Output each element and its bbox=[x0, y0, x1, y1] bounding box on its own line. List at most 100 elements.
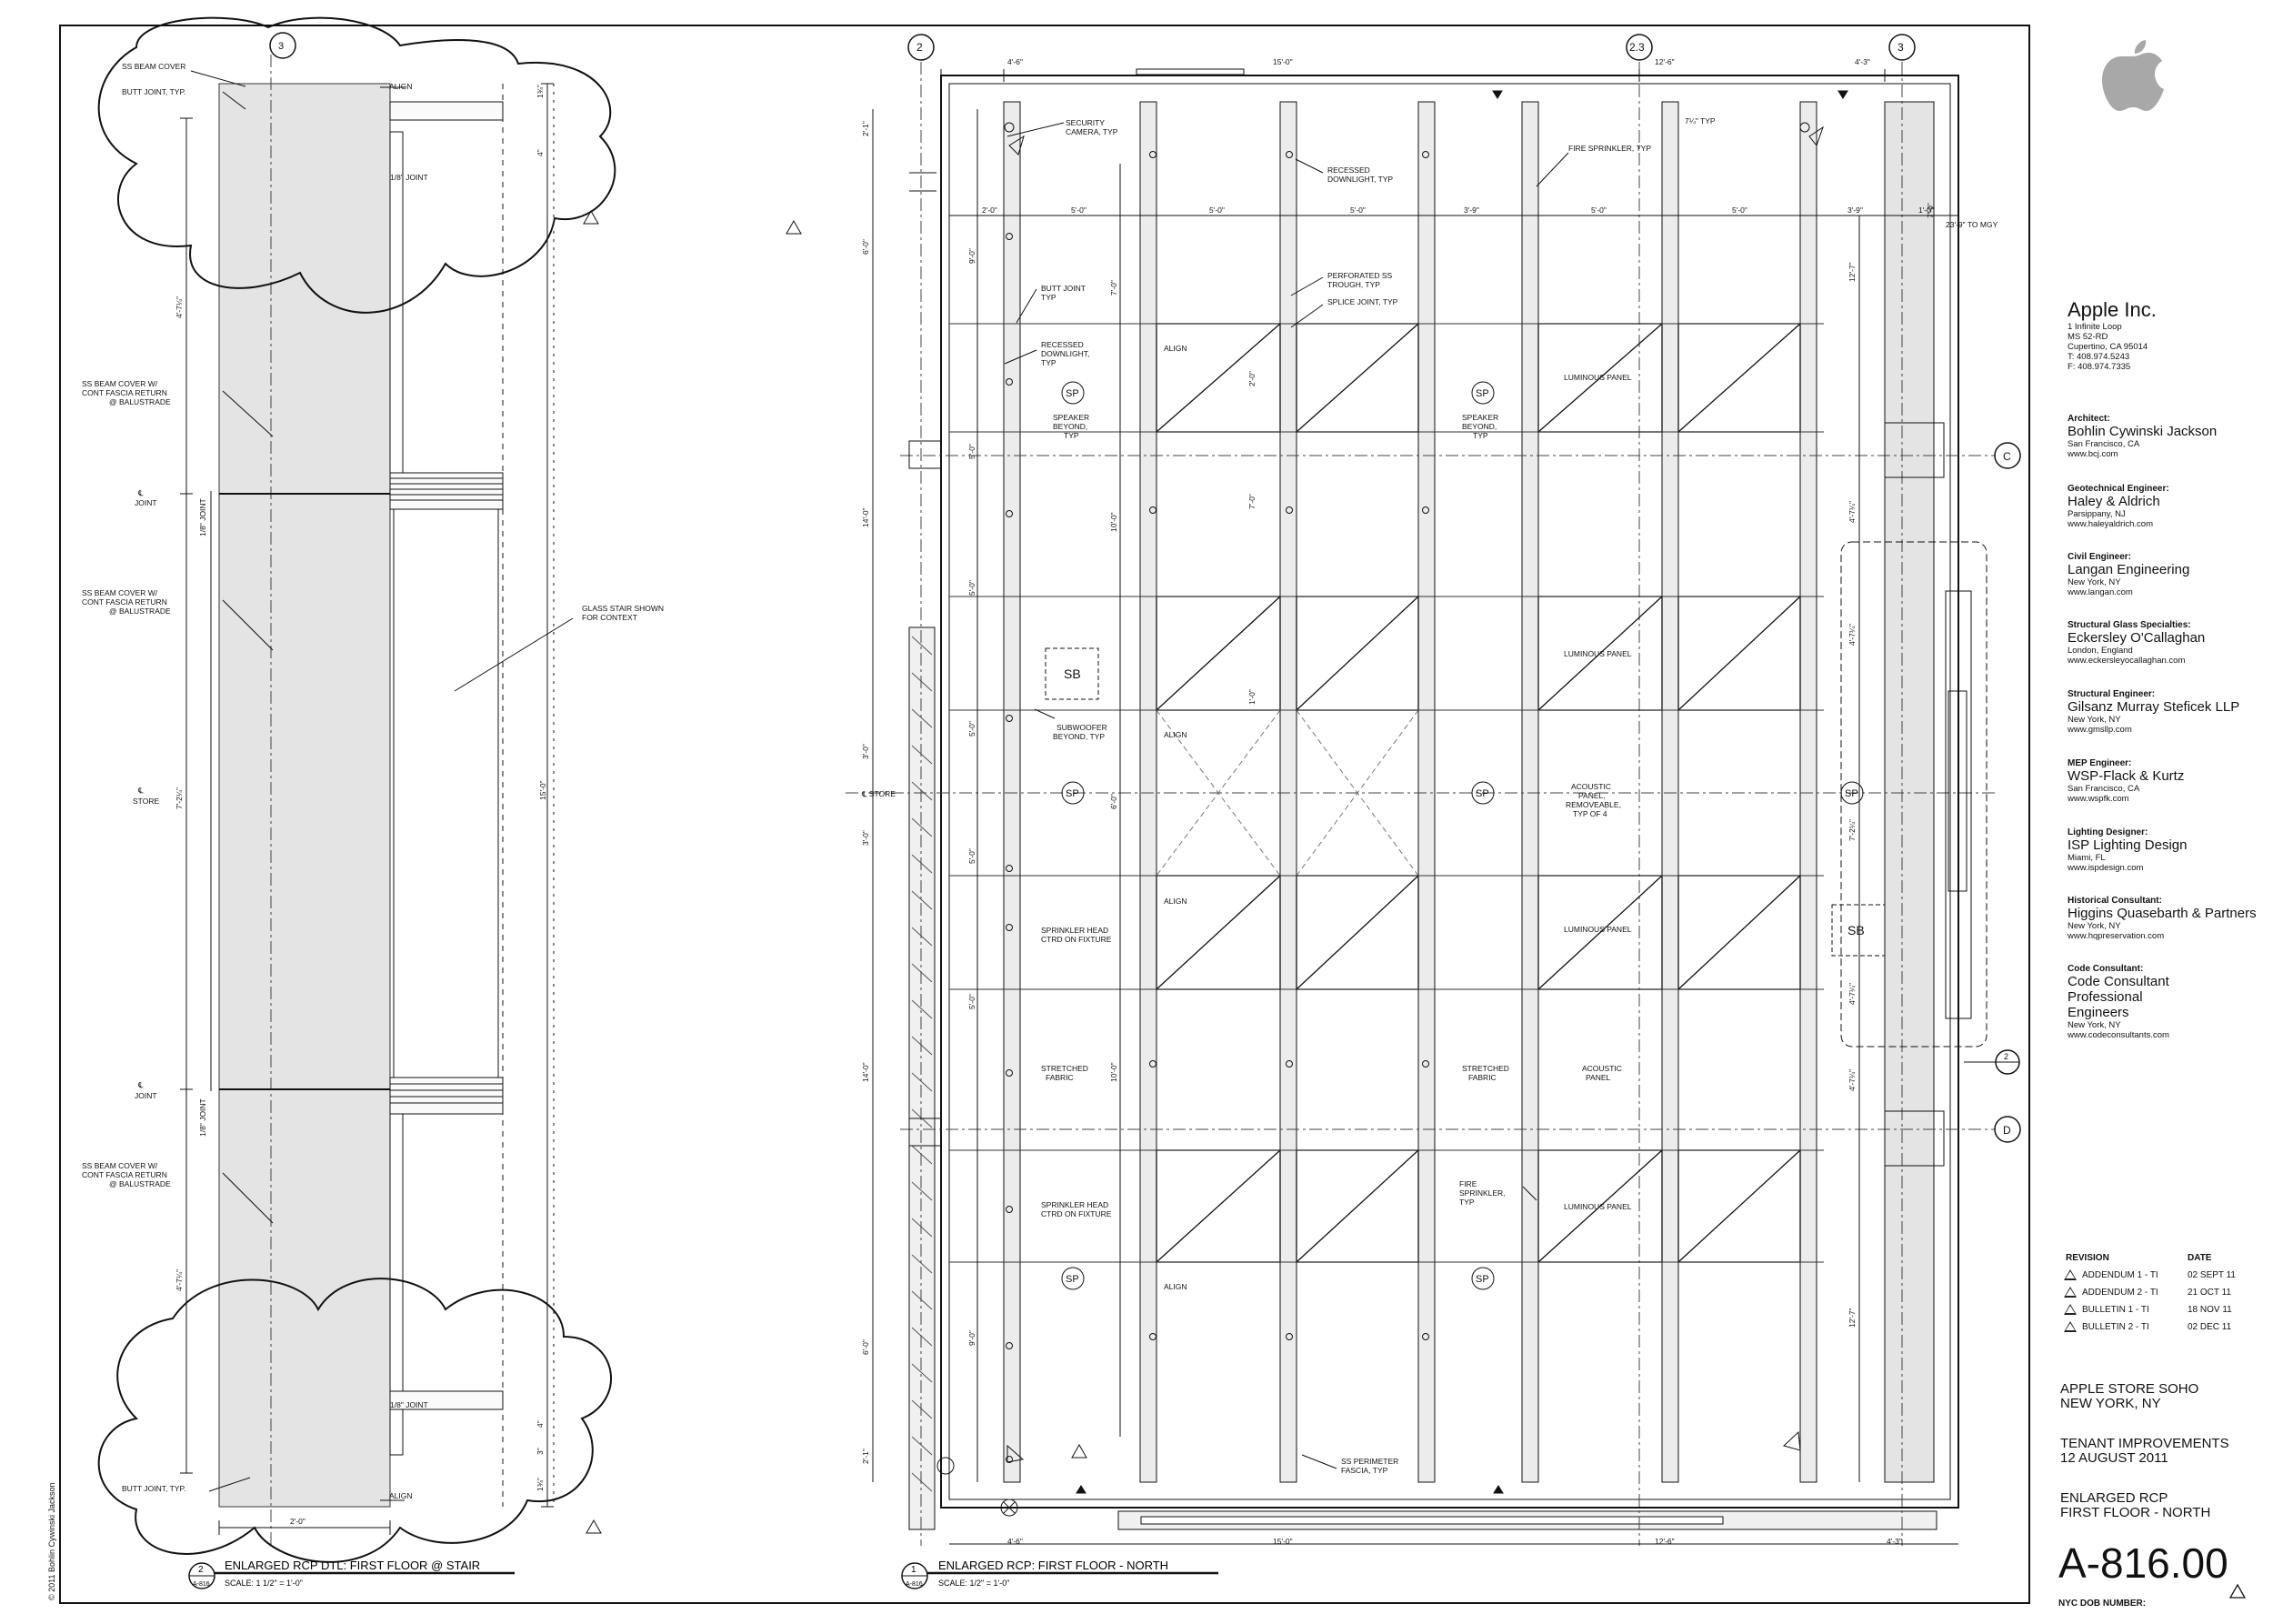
dim-15-0-detail2: 15'-0" bbox=[538, 780, 547, 800]
label-butt-1: BUTT JOINT bbox=[1041, 284, 1086, 293]
dim-1-34-bottom: 1¾" bbox=[536, 1478, 545, 1491]
row-dim-3: 5'-0" bbox=[1209, 206, 1225, 215]
consultant-role: Structural Glass Specialties: bbox=[2068, 620, 2191, 630]
revision-label: ADDENDUM 2 - TI bbox=[2082, 1288, 2158, 1298]
label-acoustic-r4: TYP OF 4 bbox=[1573, 809, 1607, 818]
label-align-2: ALIGN bbox=[1164, 730, 1187, 739]
col-dim-3: 5'-0" bbox=[967, 580, 976, 596]
detail-2-text: SS BEAM COVER BUTT JOINT, TYP. ALIGN 1/8… bbox=[82, 41, 664, 1526]
consultant-name: Langan Engineering bbox=[2068, 562, 2190, 577]
label-stretched-l2: FABRIC bbox=[1046, 1073, 1074, 1082]
label-acoustic-r3: REMOVEABLE, bbox=[1566, 800, 1621, 809]
label-store: STORE bbox=[133, 797, 159, 806]
label-perforated-1: PERFORATED SS bbox=[1327, 271, 1392, 280]
revision-label: BULLETIN 1 - TI bbox=[2082, 1305, 2149, 1315]
detail-1-text: 2 2.3 3 C D 2 4'-6" 15'-0" 12'-6" 4'-3" … bbox=[861, 41, 2011, 1546]
label-fascia-c1: SS BEAM COVER W/ bbox=[82, 1161, 158, 1170]
col-dim-11: 10'-0" bbox=[1109, 1062, 1118, 1082]
consultant-line: www.wspfk.com bbox=[2068, 794, 2129, 804]
bottom-dim-1: 4'-6" bbox=[1007, 1537, 1023, 1546]
label-subwoofer-2: BEYOND, TYP bbox=[1053, 732, 1105, 741]
label-acoustic-r1: ACOUSTIC bbox=[1571, 782, 1611, 791]
label-luminous-3: LUMINOUS PANEL bbox=[1564, 925, 1632, 934]
date-header-label: DATE bbox=[2188, 1253, 2212, 1263]
revision-row: ADDENDUM 1 - TI 02 SEPT 11 bbox=[2058, 1269, 2268, 1285]
label-store: ℄ STORE bbox=[861, 789, 896, 798]
sp-6: SP bbox=[1066, 1274, 1079, 1285]
left-dim-7: 6'-0" bbox=[861, 1339, 870, 1355]
detail-2-ref: A-816 bbox=[193, 1581, 210, 1588]
label-fascia-b3: @ BALUSTRADE bbox=[109, 606, 171, 616]
label-cl-joint-1: ℄ bbox=[137, 488, 144, 497]
label-sprinkler-head-2b: CTRD ON FIXTURE bbox=[1041, 1209, 1112, 1218]
left-dim-3: 14'-0" bbox=[861, 507, 870, 527]
consultant-name: Higgins Quasebarth & Partners bbox=[2068, 906, 2257, 921]
dim-3-bottom: 3" bbox=[536, 1448, 545, 1455]
detail-1-plan bbox=[846, 34, 2021, 1546]
consultant-line: www.langan.com bbox=[2068, 587, 2133, 597]
consultant-name: Eckersley O'Callaghan bbox=[2068, 630, 2206, 646]
label-fascia-a1: SS BEAM COVER W/ bbox=[82, 379, 158, 388]
label-luminous-1: LUMINOUS PANEL bbox=[1564, 373, 1632, 382]
dim-4-7-bottom: 4'-7¼" bbox=[175, 1269, 184, 1291]
revision-date: 02 SEPT 11 bbox=[2188, 1270, 2236, 1280]
consultant-line: San Francisco, CA bbox=[2068, 439, 2140, 449]
dim-4-bottom: 4" bbox=[536, 1420, 545, 1428]
label-rd-left-2: DOWNLIGHT, bbox=[1041, 349, 1089, 358]
revision-markers bbox=[583, 209, 1087, 1534]
revision-triangle-icon bbox=[2064, 1304, 2077, 1315]
label-glass-stair-1: GLASS STAIR SHOWN bbox=[582, 604, 664, 613]
top-dim-1: 4'-6" bbox=[1007, 57, 1023, 66]
top-dim-3: 12'-6" bbox=[1655, 57, 1675, 66]
client-line-3: Cupertino, CA 95014 bbox=[2068, 342, 2148, 352]
col-dim-6: 5'-0" bbox=[967, 994, 976, 1009]
label-luminous-4: LUMINOUS PANEL bbox=[1564, 1202, 1632, 1211]
consultant-role: MEP Engineer: bbox=[2068, 758, 2132, 768]
label-joint-2: JOINT bbox=[135, 1091, 157, 1100]
detail-1-title: 1 A-816 ENLARGED RCP: FIRST FLOOR - NORT… bbox=[901, 1559, 1218, 1589]
label-glass-stair-2: FOR CONTEXT bbox=[582, 613, 637, 622]
consultant-role: Code Consultant: bbox=[2068, 964, 2144, 974]
label-butt-joint-bottom: BUTT JOINT, TYP. bbox=[122, 1484, 185, 1493]
label-butt-2: TYP bbox=[1041, 293, 1056, 302]
grid-3: 3 bbox=[1898, 41, 1904, 54]
sheet-title: ENLARGED RCP FIRST FLOOR - NORTH bbox=[2060, 1491, 2265, 1520]
consultant-role: Structural Engineer: bbox=[2068, 689, 2156, 699]
label-stretched-m1: STRETCHED bbox=[1462, 1064, 1509, 1073]
consultant-lighting: Lighting Designer: ISP Lighting Design M… bbox=[2068, 827, 2269, 873]
detail-2-number: 2 bbox=[198, 1565, 204, 1575]
right-dim-3: 4'-7¼" bbox=[1847, 501, 1857, 523]
detail-1-scale: SCALE: 1/2" = 1'-0" bbox=[938, 1579, 1009, 1588]
right-dim-1: 7'-0" bbox=[1926, 203, 1935, 218]
left-dim-8: 2'-1" bbox=[861, 1449, 870, 1464]
label-cl-store: ℄ bbox=[137, 786, 144, 795]
label-align-top: ALIGN bbox=[389, 82, 413, 91]
right-dim-6: 4'-7¼" bbox=[1847, 983, 1857, 1005]
consultant-role: Geotechnical Engineer: bbox=[2068, 484, 2169, 494]
detail-1-ref: A-816 bbox=[906, 1581, 923, 1588]
label-align-4: ALIGN bbox=[1164, 1282, 1187, 1291]
sp-7: SP bbox=[1476, 1274, 1489, 1285]
consultant-name: ISP Lighting Design bbox=[2068, 837, 2188, 853]
consultant-structural: Structural Engineer: Gilsanz Murray Stef… bbox=[2068, 689, 2269, 735]
client-line-4: T: 408.974.5243 bbox=[2068, 352, 2130, 362]
label-security-2: CAMERA, TYP bbox=[1066, 127, 1118, 136]
consultant-code: Code Consultant: Code Consultant Profess… bbox=[2068, 964, 2204, 1040]
row-dim-9: 1'-0" bbox=[1918, 206, 1934, 215]
right-dim-8: 12'-7" bbox=[1847, 1308, 1857, 1328]
consultant-line: www.ispdesign.com bbox=[2068, 863, 2144, 873]
left-dim-1: 2'-1" bbox=[861, 121, 870, 136]
revision-row: BULLETIN 1 - TI 18 NOV 11 bbox=[2058, 1304, 2268, 1319]
grid-3-detail2: 3 bbox=[278, 41, 284, 52]
label-sprinkler-head-2a: SPRINKLER HEAD bbox=[1041, 1200, 1108, 1209]
detail-2-scale: SCALE: 1 1/2" = 1'-0" bbox=[225, 1579, 303, 1588]
sp-2: SP bbox=[1476, 388, 1489, 399]
consultant-line: New York, NY bbox=[2068, 715, 2121, 725]
consultant-name: Gilsanz Murray Steficek LLP bbox=[2068, 699, 2240, 715]
row-dim-1: 2'-0" bbox=[982, 206, 997, 215]
label-sprinkler-head-1b: CTRD ON FIXTURE bbox=[1041, 935, 1112, 944]
detail-1-fixtures bbox=[1006, 90, 1848, 1494]
row-dim-6: 5'-0" bbox=[1591, 206, 1607, 215]
sheet-title-line-1: ENLARGED RCP bbox=[2060, 1490, 2168, 1506]
